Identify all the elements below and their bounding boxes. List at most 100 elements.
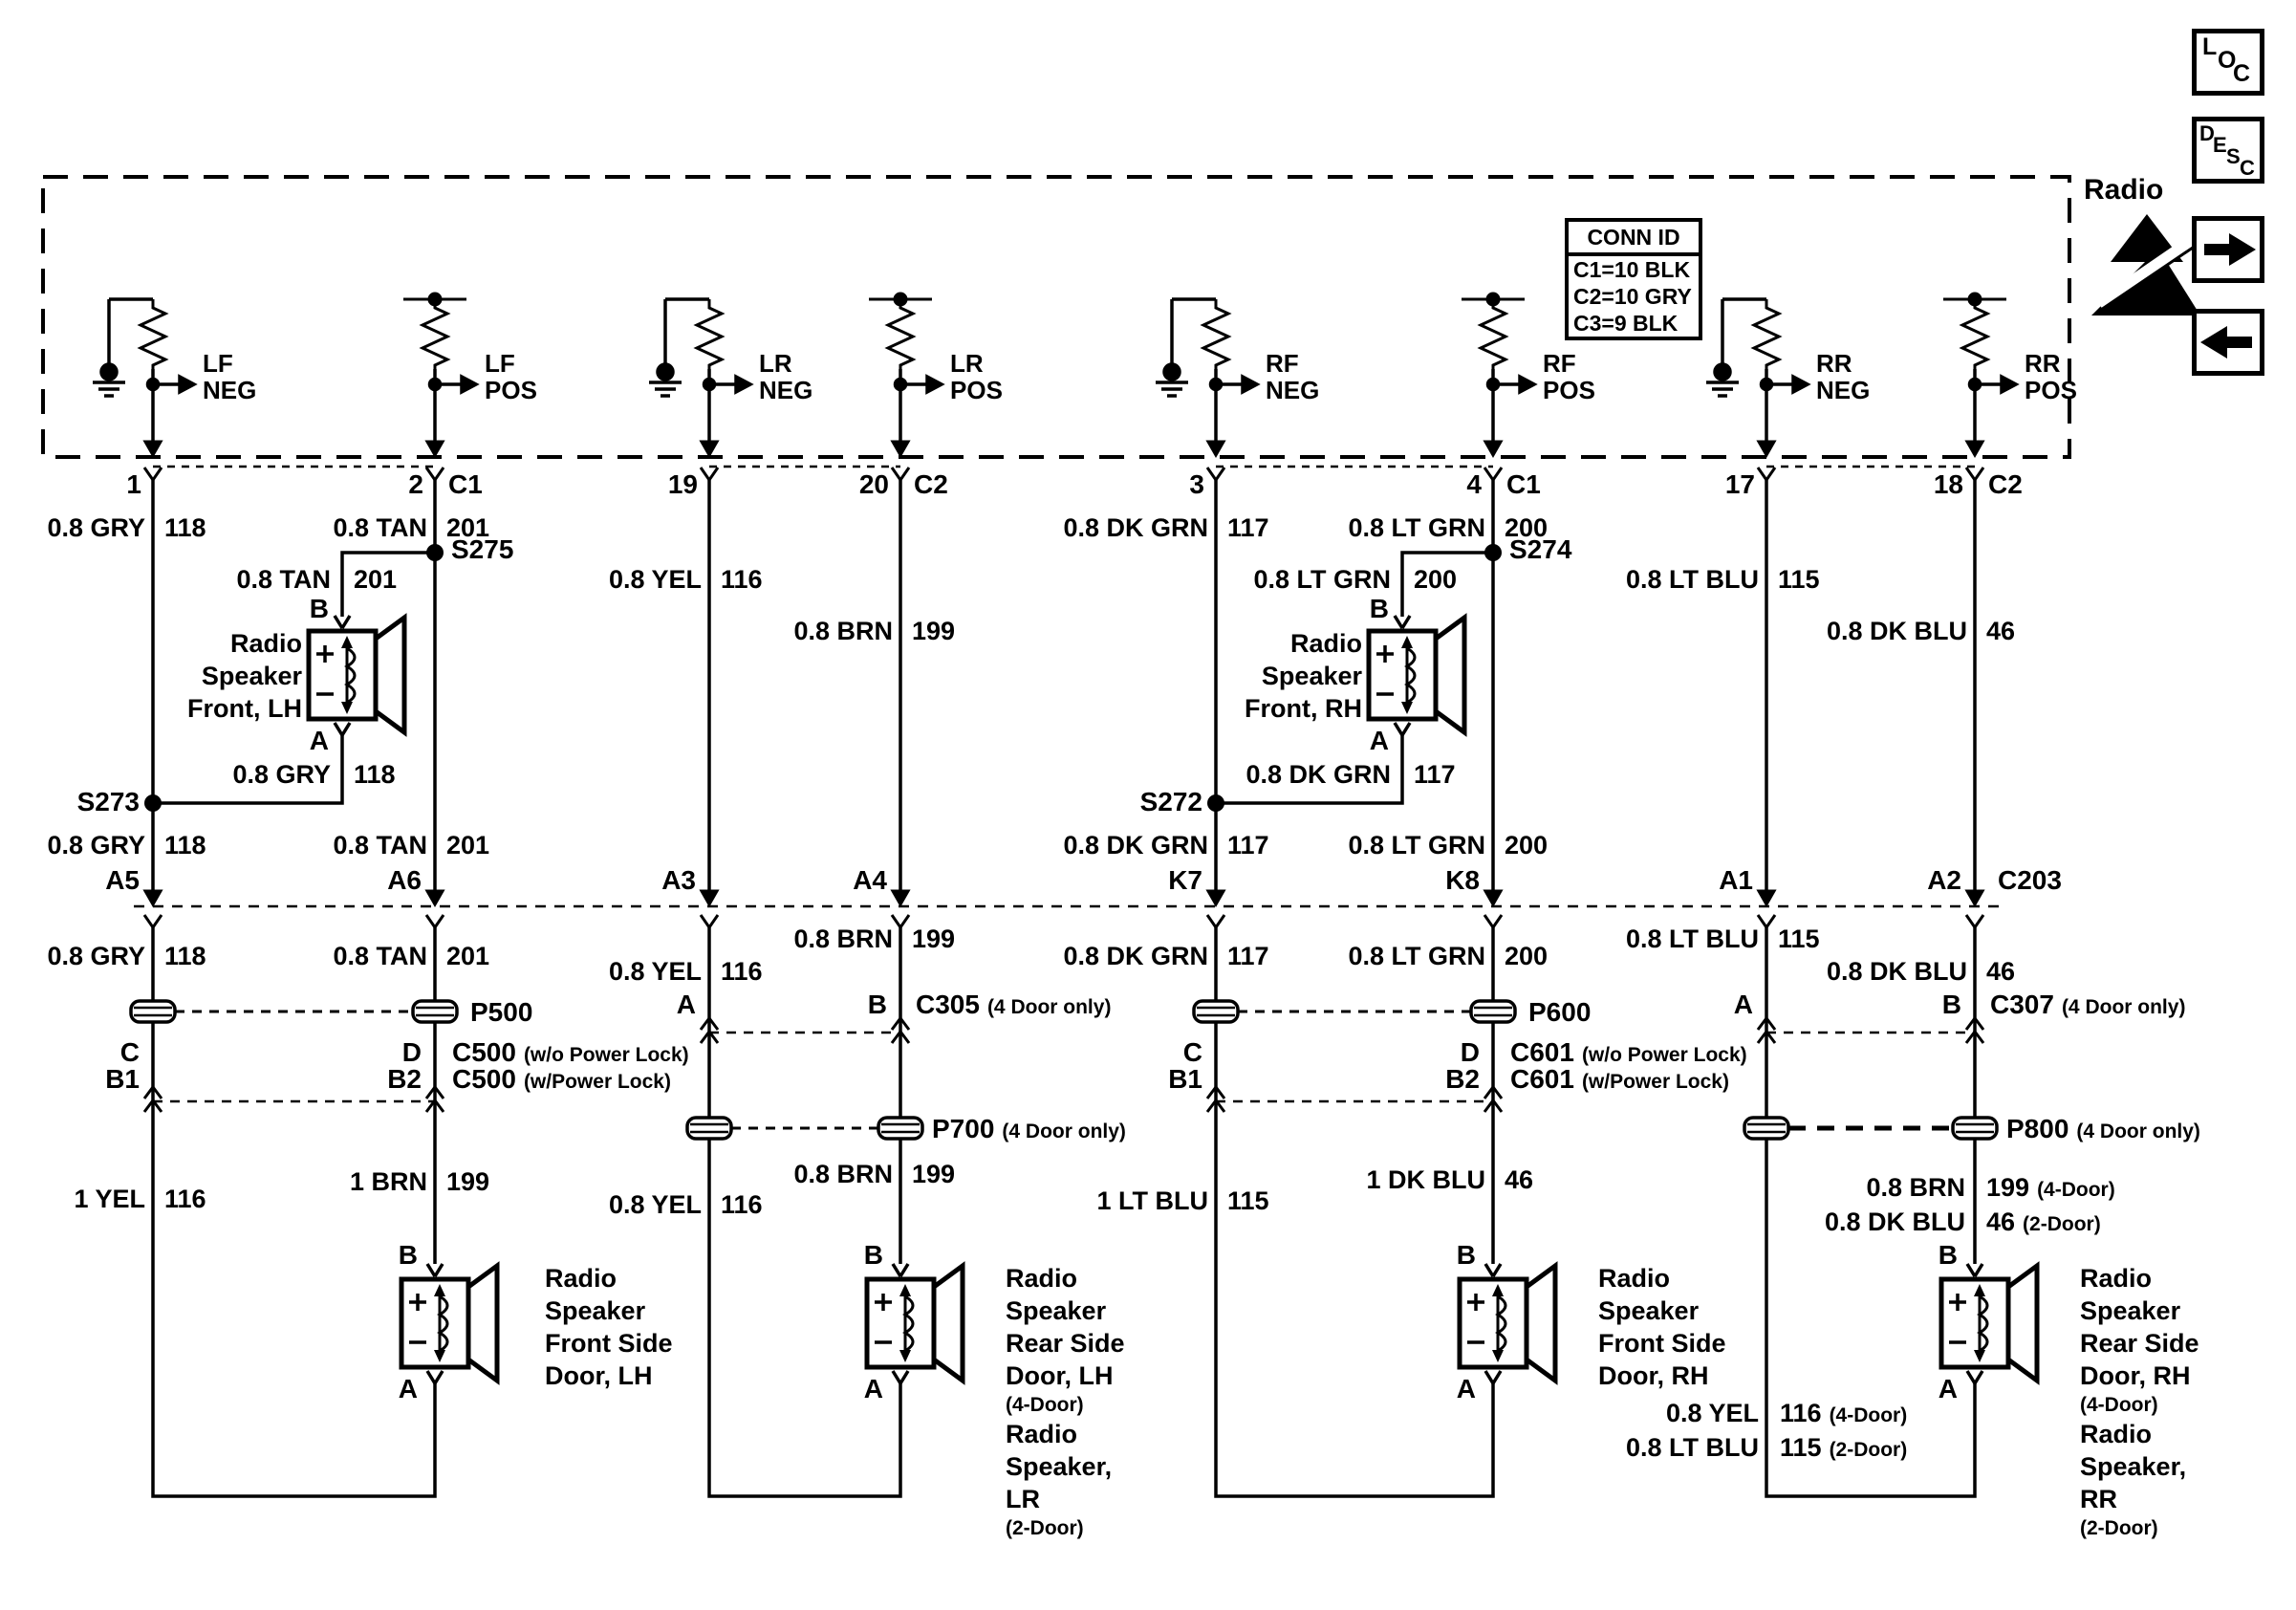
cavity-label: A5: [105, 865, 140, 895]
cavity-label: B: [867, 990, 887, 1019]
speaker-terminal-b: B: [398, 1240, 418, 1270]
wire-label: 0.8 BRN: [1866, 1173, 1965, 1202]
harness-wires: [151, 369, 1977, 1498]
grommet-label-p600: P600: [1528, 997, 1592, 1027]
wire-label: 0.8 DK BLU: [1826, 617, 1967, 645]
pin-label: 20: [858, 469, 889, 499]
speaker-name-door-front-lh: Radio Speaker Front Side Door, LH: [545, 1264, 673, 1390]
desc-letter: S: [2226, 144, 2241, 168]
speaker-door-rear-rh-symbol: [1941, 1264, 2037, 1383]
splice-label: S272: [1139, 787, 1202, 816]
speaker-terminal-a: A: [1456, 1374, 1476, 1403]
speaker-door-front-lh-symbol: [401, 1264, 497, 1383]
speaker-terminal-b: B: [1456, 1240, 1476, 1270]
next-button[interactable]: [2192, 216, 2264, 283]
wire-label: 0.8 BRN: [793, 617, 893, 645]
cavity-label: C: [1182, 1037, 1202, 1067]
splice-dots: [144, 544, 1502, 812]
speaker-front-rh-symbol: [1369, 616, 1464, 735]
circuit-number: 116: [721, 565, 763, 594]
cavity-label: B2: [1445, 1064, 1480, 1094]
cavity-label: A3: [661, 865, 696, 895]
circuit-number: 117: [1227, 942, 1269, 970]
circuit-number: 200: [1505, 831, 1549, 859]
wire-label: 0.8 LT BLU: [1625, 565, 1759, 594]
back-button[interactable]: [2192, 309, 2264, 376]
grounds: [93, 297, 1766, 398]
circuit-number-variant: 199(4-Door): [1986, 1173, 2115, 1202]
radio-component-label: Radio: [2084, 174, 2164, 206]
esd-warning-icon: [2091, 214, 2200, 315]
circuit-number: 117: [1227, 513, 1269, 542]
circuit-number: 116: [164, 1185, 206, 1213]
wire-label: 0.8 YEL: [608, 1190, 702, 1219]
splice-label: S273: [76, 787, 140, 816]
circuit-number: 117: [1414, 760, 1456, 789]
loc-letter: C: [2233, 60, 2251, 87]
resistors: [137, 292, 2006, 369]
pin-label: 19: [667, 469, 698, 499]
speaker-door-front-rh-symbol: [1460, 1264, 1555, 1383]
circuit-number: 200: [1505, 513, 1549, 542]
wire-label: 0.8 LT GRN: [1348, 942, 1485, 970]
conn-id-table: CONN ID C1=10 BLK C2=10 GRY C3=9 BLK: [1565, 218, 1702, 340]
arrow-right-icon: [2204, 233, 2256, 266]
wire-label: 0.8 BRN: [793, 1160, 893, 1188]
circuit-number: 200: [1414, 565, 1458, 594]
desc-button[interactable]: D E S C: [2192, 117, 2264, 184]
wire-label: 1 BRN: [349, 1167, 427, 1196]
cavity-label: A4: [853, 865, 887, 895]
circuit-number-variant: 115(2-Door): [1780, 1433, 1908, 1462]
speaker-door-rear-lh-symbol: [867, 1264, 963, 1383]
circuit-number: 115: [1778, 565, 1820, 594]
wire-label: 0.8 TAN: [333, 831, 427, 859]
connector-id-label: C1: [448, 469, 483, 499]
circuit-number: 118: [164, 831, 206, 859]
cavity-label: A1: [1719, 865, 1753, 895]
loc-button[interactable]: L O C: [2192, 29, 2264, 96]
circuit-number-variant: 46(2-Door): [1986, 1208, 2101, 1236]
circuit-number: 201: [446, 513, 490, 542]
cavity-label: B1: [105, 1064, 140, 1094]
connector-label-c500: C500(w/o Power Lock): [452, 1037, 689, 1067]
circuit-number: 199: [446, 1167, 490, 1196]
speaker-terminal-b: B: [309, 594, 329, 623]
wire-label: 0.8 TAN: [236, 565, 331, 594]
cavity-label: K8: [1445, 865, 1480, 895]
circuit-number: 116: [721, 957, 763, 986]
splice-label: S274: [1509, 534, 1572, 564]
speaker-name-door-rear-lh: Radio Speaker Rear Side Door, LH (4-Door…: [1006, 1264, 1125, 1539]
speaker-terminal-a: A: [863, 1374, 883, 1403]
conn-id-row: C2=10 GRY: [1573, 284, 1692, 309]
wire-label: 0.8 DK BLU: [1826, 957, 1967, 986]
pin-label: 17: [1724, 469, 1755, 499]
cavity-label: K7: [1168, 865, 1202, 895]
arrow-left-icon: [2200, 326, 2252, 359]
grommet-label-p800: P800(4 Door only): [2006, 1114, 2200, 1143]
wire-label: 1 LT BLU: [1096, 1186, 1209, 1215]
wire-label: 1 YEL: [74, 1185, 145, 1213]
circuit-number: 199: [912, 617, 956, 645]
connector-label-c500: C500(w/Power Lock): [452, 1064, 671, 1094]
cavity-label: B1: [1168, 1064, 1202, 1094]
circuit-number: 118: [164, 942, 206, 970]
grommet-label-p500: P500: [470, 997, 533, 1027]
circuit-number: 118: [354, 760, 396, 789]
wire-label: 0.8 DK GRN: [1063, 942, 1208, 970]
speaker-front-lh-symbol: [309, 616, 404, 735]
desc-letter: E: [2213, 133, 2227, 157]
circuit-number: 117: [1227, 831, 1269, 859]
wire-label: 0.8 DK GRN: [1245, 760, 1391, 789]
wire-label: 0.8 LT GRN: [1348, 831, 1485, 859]
wire-label: 0.8 YEL: [608, 957, 702, 986]
desc-letter: D: [2199, 121, 2215, 145]
pin-label: 3: [1189, 469, 1204, 499]
speaker-terminal-a: A: [1369, 726, 1389, 755]
wire-label: 0.8 DK GRN: [1063, 513, 1208, 542]
circuit-number: 46: [1986, 617, 2016, 645]
connector-id-label: C1: [1506, 469, 1541, 499]
